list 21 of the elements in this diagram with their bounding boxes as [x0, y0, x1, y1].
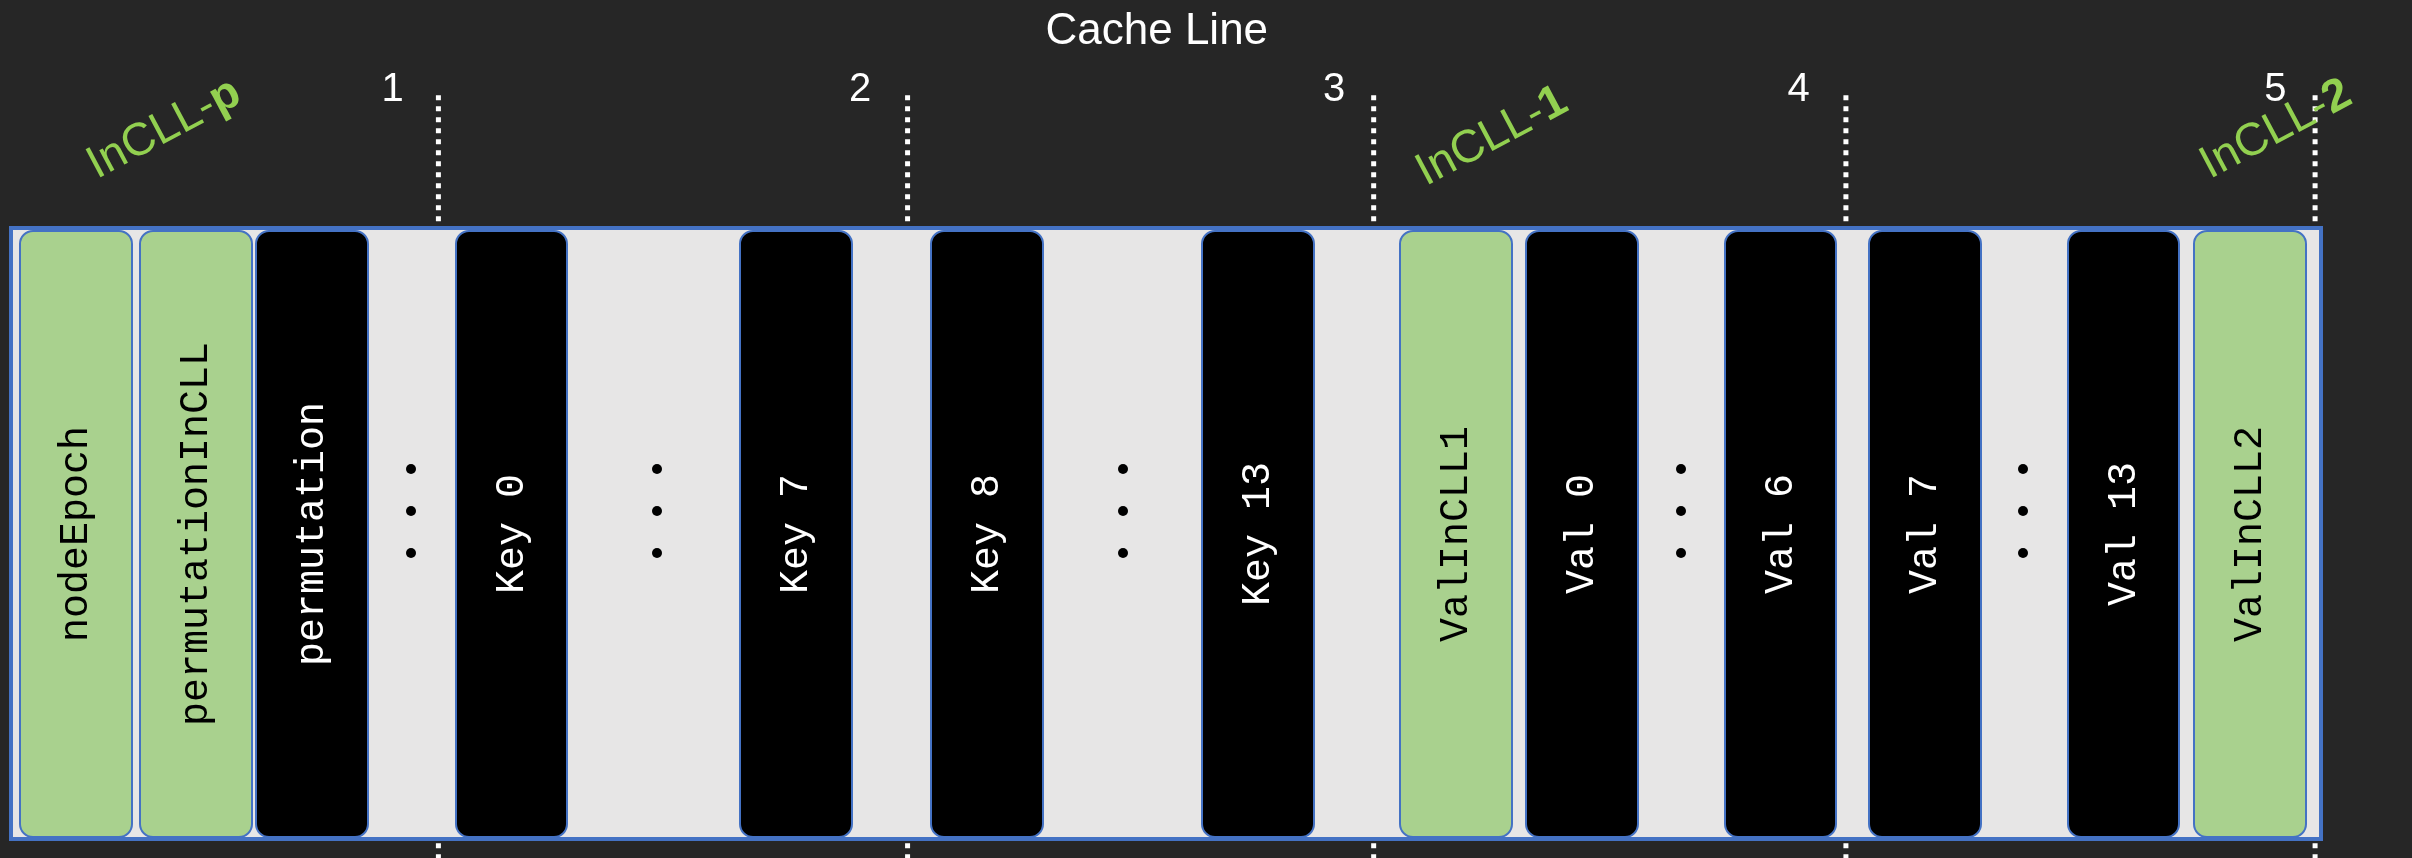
field-slot: permutationInCLL: [139, 229, 254, 838]
field-slot: nodeEpoch: [19, 229, 134, 838]
incll-label: InCLL-p: [76, 63, 249, 190]
boundary-number: 3: [1322, 64, 1346, 110]
data-slot: Val 13: [2066, 229, 2181, 838]
data-slot: Key 0: [454, 229, 569, 838]
boundary-number: 2: [849, 64, 872, 110]
data-slot: Val 6: [1723, 229, 1838, 838]
data-slot: Key 13: [1200, 229, 1315, 838]
data-slot: Val 0: [1525, 229, 1640, 838]
incll-label: InCLL-1: [1405, 71, 1576, 196]
data-slot: permutation: [254, 229, 369, 838]
data-slot: Key 7: [739, 229, 854, 838]
boundary-number: 4: [1787, 64, 1810, 110]
field-slot: ValInCLL2: [2192, 229, 2307, 838]
field-slot: ValInCLL1: [1399, 229, 1513, 838]
data-slot: Key 8: [929, 229, 1044, 838]
title: Cache Line: [1044, 4, 1270, 54]
cache-line-bar: [9, 226, 2323, 842]
data-slot: Val 7: [1868, 229, 1983, 838]
boundary-number: 1: [381, 64, 404, 110]
